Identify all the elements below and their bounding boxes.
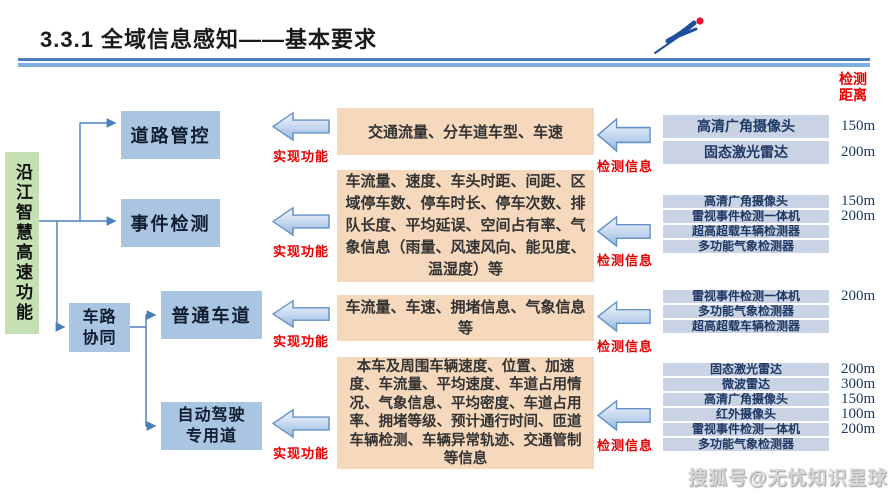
node-vehicle-road-line1: 车路	[82, 308, 117, 326]
detection-distance-value: 150m	[841, 193, 876, 209]
device-row: 高清广角摄像头 150m	[663, 391, 883, 407]
detect-info-label-4: 检测信息	[596, 438, 653, 453]
realize-function-label-3: 实现功能	[272, 334, 329, 349]
node-vehicle-road-coordination: 车路 协同	[69, 303, 130, 352]
device-bar: 超高超载车辆检测器	[663, 320, 829, 333]
realize-function-label-1: 实现功能	[272, 149, 329, 164]
detection-distance-value: 150m	[841, 118, 876, 134]
device-list-event-detection: 高清广角摄像头 150m 雷视事件检测一体机 200m 超高超载车辆检测器 多功…	[663, 193, 883, 255]
left-arrow-icon	[272, 408, 330, 439]
device-row: 雷视事件检测一体机 200m	[663, 288, 883, 304]
info-box-normal-lane-text: 车流量、车速、拥堵信息、气象信息等	[345, 299, 586, 337]
device-row: 多功能气象检测器	[663, 438, 883, 451]
info-box-normal-lane: 车流量、车速、拥堵信息、气象信息等	[337, 295, 594, 341]
device-row: 雷视事件检测一体机 200m	[663, 421, 883, 437]
device-row: 高清广角摄像头 150m	[663, 115, 883, 138]
page-title: 3.3.1 全域信息感知——基本要求	[40, 27, 378, 52]
info-box-road-control-text: 交通流量、分车道车型、车速	[367, 124, 563, 141]
device-bar: 高清广角摄像头	[663, 115, 829, 138]
device-row: 固态激光雷达 200m	[663, 361, 883, 377]
device-bar: 高清广角摄像头	[663, 195, 829, 208]
device-bar: 固态激光雷达	[663, 141, 829, 164]
realize-function-label-4: 实现功能	[272, 446, 329, 461]
device-bar: 超高超载车辆检测器	[663, 225, 829, 238]
device-bar: 雷视事件检测一体机	[663, 210, 829, 223]
device-row: 固态激光雷达 200m	[663, 141, 883, 164]
detection-distance-value: 300m	[841, 376, 876, 392]
detection-distance-value: 150m	[841, 391, 876, 407]
node-autonomous-lane-line1: 自动驾驶	[177, 407, 246, 424]
left-arrow-icon	[272, 111, 330, 142]
info-box-autonomous-lane: 本车及周围车辆速度、位置、加速度、车流量、平均速度、车道占用情况、气象信息、平均…	[337, 357, 594, 469]
node-autonomous-lane: 自动驾驶 专用道	[161, 402, 262, 450]
watermark: 搜狐号@无忧知识星球	[688, 468, 888, 489]
device-row: 雷视事件检测一体机 200m	[663, 208, 883, 224]
info-box-autonomous-lane-text: 本车及周围车辆速度、位置、加速度、车流量、平均速度、车道占用情况、气象信息、平均…	[349, 358, 582, 468]
device-row: 超高超载车辆检测器	[663, 225, 883, 238]
node-normal-lane-label: 普通车道	[171, 306, 252, 326]
device-bar: 高清广角摄像头	[663, 393, 829, 406]
info-box-event-detection-text: 车流量、速度、车头时距、间距、区域停车数、停车时长、停车次数、排队长度、平均延误…	[345, 173, 586, 278]
root-node-smart-highway-functions: 沿江智慧高速功能	[5, 152, 39, 334]
detect-info-label-2: 检测信息	[596, 253, 653, 268]
detection-distance-header-line1: 检测	[839, 71, 867, 87]
detection-distance-header-line2: 距离	[839, 87, 867, 103]
detection-distance-value: 100m	[841, 406, 876, 422]
node-road-control-label: 道路管控	[130, 126, 211, 146]
left-arrow-icon	[597, 399, 651, 432]
device-bar: 多功能气象检测器	[663, 305, 829, 318]
detection-distance-value: 200m	[841, 144, 876, 160]
detection-distance-value: 200m	[841, 421, 876, 437]
realize-function-label-2: 实现功能	[272, 244, 329, 259]
detection-distance-value: 200m	[841, 288, 876, 304]
root-node-label: 沿江智慧高速功能	[13, 163, 32, 323]
device-bar: 红外摄像头	[663, 408, 829, 421]
left-arrow-icon	[597, 300, 651, 333]
detection-distance-header: 检测 距离	[834, 71, 872, 103]
node-event-detection-label: 事件检测	[130, 214, 211, 234]
device-bar: 雷视事件检测一体机	[663, 290, 829, 303]
device-list-normal-lane: 雷视事件检测一体机 200m 多功能气象检测器 超高超载车辆检测器	[663, 288, 883, 335]
device-bar: 多功能气象检测器	[663, 438, 829, 451]
left-arrow-icon	[272, 206, 330, 237]
left-arrow-icon	[272, 299, 330, 329]
node-road-control: 道路管控	[121, 111, 220, 159]
detection-distance-value: 200m	[841, 208, 876, 224]
device-row: 多功能气象检测器	[663, 240, 883, 253]
header-divider	[18, 58, 870, 67]
device-row: 多功能气象检测器	[663, 305, 883, 318]
device-row: 微波雷达 300m	[663, 376, 883, 392]
detection-distance-value: 200m	[841, 361, 876, 377]
node-normal-lane: 普通车道	[161, 291, 262, 339]
device-bar: 固态激光雷达	[663, 363, 829, 376]
info-box-road-control: 交通流量、分车道车型、车速	[337, 108, 594, 155]
left-arrow-icon	[597, 117, 651, 153]
node-autonomous-lane-line2: 专用道	[185, 428, 237, 445]
ski-jumper-logo	[654, 17, 704, 54]
device-bar: 微波雷达	[663, 378, 829, 391]
left-arrow-icon	[597, 215, 651, 248]
device-bar: 雷视事件检测一体机	[663, 423, 829, 436]
node-vehicle-road-line2: 协同	[82, 329, 117, 347]
detect-info-label-1: 检测信息	[596, 159, 653, 174]
device-row: 红外摄像头 100m	[663, 406, 883, 422]
device-bar: 多功能气象检测器	[663, 240, 829, 253]
node-event-detection: 事件检测	[121, 199, 220, 247]
info-box-event-detection: 车流量、速度、车头时距、间距、区域停车数、停车时长、停车次数、排队长度、平均延误…	[337, 170, 594, 282]
device-row: 高清广角摄像头 150m	[663, 193, 883, 209]
device-row: 超高超载车辆检测器	[663, 320, 883, 333]
device-list-road-control: 高清广角摄像头 150m 固态激光雷达 200m	[663, 115, 883, 167]
detect-info-label-3: 检测信息	[596, 339, 653, 354]
device-list-autonomous-lane: 固态激光雷达 200m 微波雷达 300m 高清广角摄像头 150m 红外摄像头…	[663, 361, 883, 453]
